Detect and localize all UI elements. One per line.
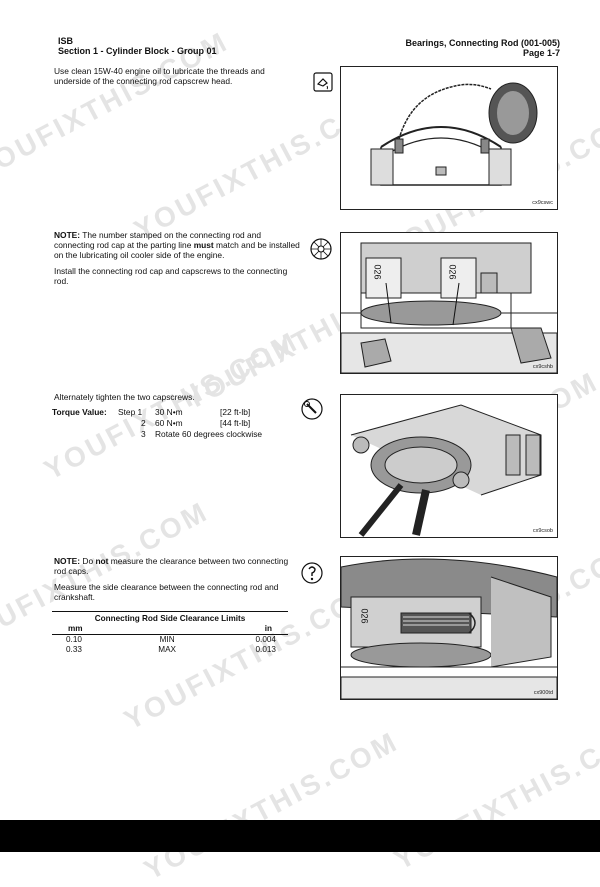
step-3-instruction: Alternately tighten the two capscrews. [54, 392, 195, 402]
step-2-instruction: Install the connecting rod cap and capsc… [54, 266, 288, 286]
scan-border [0, 820, 600, 852]
stamp-number: 026 [447, 264, 458, 280]
torque-label: Torque Value: [52, 407, 107, 417]
table-title: Connecting Rod Side Clearance Limits [52, 611, 288, 624]
table-row: 0.10 MIN 0.004 [66, 635, 276, 644]
page-header-left: ISB Section 1 - Cylinder Block - Group 0… [58, 36, 217, 56]
step-2-note: NOTE: The number stamped on the connecti… [54, 230, 300, 260]
torque-step: Step 1 [118, 407, 143, 417]
measure-icon [301, 562, 323, 584]
torque-metric: 60 N•m [155, 418, 183, 428]
step-1-text: Use clean 15W-40 engine oil to lubricate… [54, 66, 300, 92]
torque-step: 3 [141, 429, 146, 439]
figure-label: cx9cshb [532, 364, 553, 370]
torque-imperial: [44 ft-lb] [220, 418, 251, 428]
page-header-right: Bearings, Connecting Rod (001-005) Page … [405, 38, 560, 58]
column-header-mm: mm [68, 624, 83, 633]
torque-metric: Rotate 60 degrees clockwise [155, 429, 263, 439]
figure-label: cx9csob [532, 528, 553, 534]
watermark: YOUFIXTHIS.COM [139, 725, 404, 886]
table-row: 0.33 MAX 0.013 [66, 645, 276, 654]
step-4-text: NOTE: Do not measure the clearance betwe… [54, 556, 300, 608]
stamp-number: 026 [372, 264, 383, 280]
figure-label: cx900td [533, 690, 553, 696]
figure-install-cap: 026 026 cx9cshb [340, 232, 558, 374]
section-title: Section 1 - Cylinder Block - Group 01 [58, 46, 217, 56]
torque-values: Torque Value: Step 1 30 N•m [22 ft-lb] 2… [52, 407, 282, 441]
watermark: YOUFIXTHIS.COM [389, 715, 600, 876]
torque-metric: 30 N•m [155, 407, 183, 417]
step-2-text: NOTE: The number stamped on the connecti… [54, 230, 300, 292]
step-4-note: NOTE: Do not measure the clearance betwe… [54, 556, 289, 576]
column-header-in: in [264, 624, 272, 633]
figure-label: cx9cswc [532, 200, 553, 206]
inspect-icon [310, 238, 332, 260]
torque-wrench-icon [301, 398, 323, 420]
oil-can-icon [313, 72, 333, 92]
figure-tighten-capscrews: cx9csob [340, 394, 558, 538]
note-prefix: NOTE: [54, 556, 81, 566]
torque-step: 2 [141, 418, 146, 428]
figure-measure-clearance: 026 cx900td [340, 556, 558, 700]
figure-lubricate-capscrew: cx9cswc [340, 66, 558, 210]
step-1-instruction: Use clean 15W-40 engine oil to lubricate… [54, 66, 265, 86]
model-name: ISB [58, 36, 74, 46]
step-3-text: Alternately tighten the two capscrews. [54, 392, 300, 408]
step-4-instruction: Measure the side clearance between the c… [54, 582, 279, 602]
page-number: Page 1-7 [522, 48, 560, 58]
topic-title: Bearings, Connecting Rod (001-005) [405, 38, 560, 48]
torque-imperial: [22 ft-lb] [220, 407, 251, 417]
note-prefix: NOTE: [54, 230, 81, 240]
stamp-number: 026 [359, 608, 370, 624]
clearance-limits-table: Connecting Rod Side Clearance Limits mm … [52, 611, 288, 655]
